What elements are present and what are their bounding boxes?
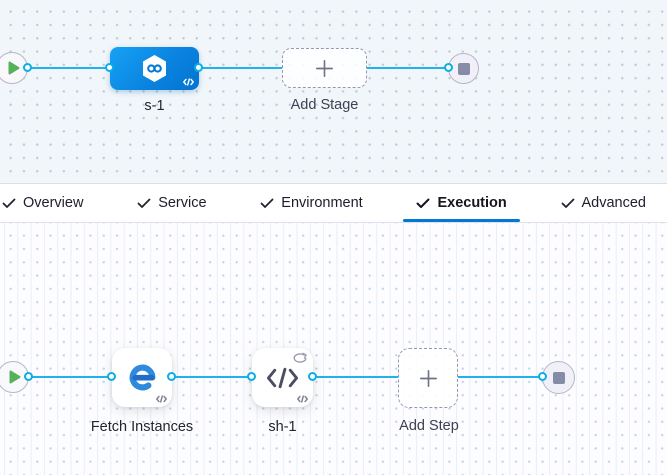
connector-point[interactable]	[167, 372, 176, 381]
step-node-fetch-instances[interactable]	[112, 348, 172, 407]
code-badge-icon	[156, 395, 167, 403]
tab-overview[interactable]: Overview	[2, 184, 83, 222]
stop-icon	[552, 371, 565, 384]
check-icon	[2, 198, 16, 209]
plus-icon	[417, 367, 440, 390]
stop-icon	[457, 62, 470, 75]
active-tab-underline	[403, 218, 520, 222]
execution-end-node	[542, 361, 575, 394]
add-step-label: Add Step	[399, 418, 459, 434]
play-icon	[8, 61, 20, 75]
stage-node-s1[interactable]	[110, 47, 199, 90]
code-badge-icon	[297, 395, 308, 403]
fetch-instances-icon	[127, 362, 158, 393]
check-icon	[561, 198, 575, 209]
connector-line	[171, 375, 253, 378]
connector-point[interactable]	[194, 63, 203, 72]
connector-point[interactable]	[105, 63, 114, 72]
connector-point[interactable]	[107, 372, 116, 381]
shell-script-icon	[266, 367, 299, 389]
connector-point[interactable]	[538, 372, 547, 381]
connector-line	[27, 66, 111, 69]
add-stage-label: Add Stage	[290, 97, 359, 113]
check-icon	[137, 198, 151, 209]
connector-point[interactable]	[444, 63, 453, 72]
connector-line	[313, 375, 398, 378]
tab-label: Service	[158, 195, 207, 211]
add-stage-button[interactable]	[282, 48, 367, 88]
tab-label: Overview	[23, 195, 84, 211]
tab-environment[interactable]: Environment	[260, 184, 363, 222]
connector-line	[28, 375, 112, 378]
execution-graph-canvas[interactable]: Fetch Instances	[0, 223, 667, 475]
step-name-label: sh-1	[268, 419, 297, 435]
connector-line	[367, 66, 449, 69]
pipeline-end-node	[448, 53, 479, 84]
check-icon	[260, 198, 274, 209]
plus-icon	[313, 57, 336, 80]
tab-advanced[interactable]: Advanced	[561, 184, 647, 222]
connector-point[interactable]	[23, 63, 32, 72]
step-name-label: Fetch Instances	[90, 419, 194, 435]
code-badge-icon	[183, 78, 194, 86]
connector-point[interactable]	[308, 372, 317, 381]
connector-point[interactable]	[24, 372, 33, 381]
looping-strategy-icon	[292, 352, 308, 365]
tab-service[interactable]: Service	[137, 184, 207, 222]
connector-point[interactable]	[247, 372, 256, 381]
connector-line	[199, 66, 283, 69]
tab-label: Environment	[281, 195, 363, 211]
tab-label: Execution	[437, 195, 507, 211]
deploy-stage-icon	[141, 54, 168, 83]
step-node-sh1[interactable]	[252, 348, 313, 407]
check-icon	[416, 198, 430, 209]
stage-name-label: s-1	[144, 98, 165, 114]
add-step-button[interactable]	[398, 348, 458, 408]
stage-config-tabs: Overview Service Environment Execution A…	[0, 184, 667, 223]
connector-line	[458, 375, 543, 378]
tab-label: Advanced	[581, 195, 647, 211]
stage-graph-canvas[interactable]: s-1 Add Stage	[0, 0, 667, 184]
play-icon	[9, 370, 21, 384]
tab-execution[interactable]: Execution	[403, 184, 520, 222]
